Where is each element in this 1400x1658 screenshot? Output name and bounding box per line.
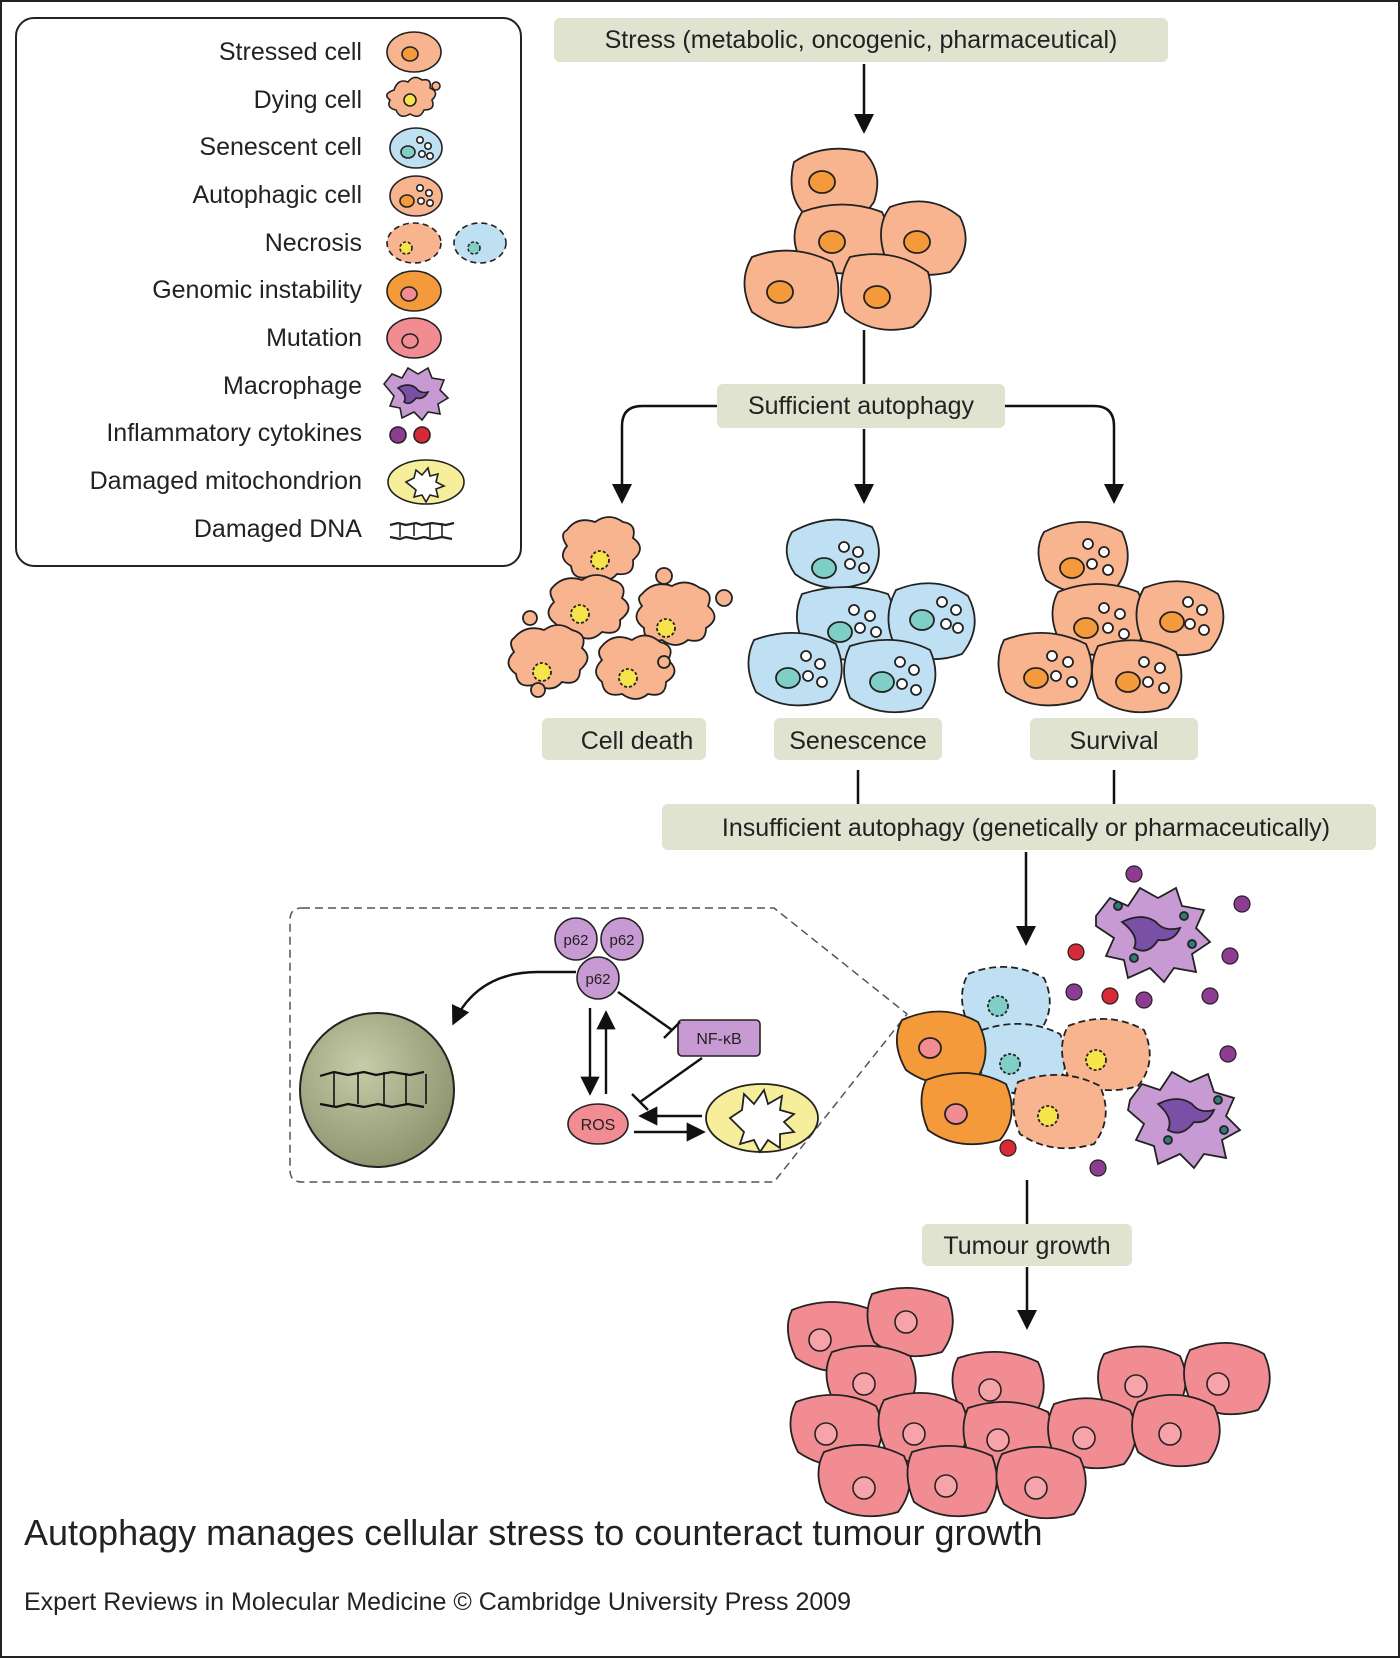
p62-complex [554, 917, 644, 1000]
svg-text:Tumour growth: Tumour growth [943, 1232, 1110, 1260]
inset-mitochondrion [705, 1083, 819, 1154]
p62-node-bottom [576, 956, 620, 1000]
p62-node-right [600, 917, 644, 961]
svg-text:Senescence: Senescence [789, 727, 927, 755]
svg-text:Sufficient autophagy: Sufficient autophagy [748, 392, 975, 420]
stressed-cell-icon [386, 31, 442, 73]
nfkb-box: NF-κB [677, 1019, 761, 1057]
nucleus-sphere [299, 1012, 455, 1168]
legend-label-dying-cell: Dying cell [254, 86, 362, 114]
p62-label-3: p62 [585, 971, 610, 988]
label-box-senescence: Senescence [774, 718, 942, 760]
p62-label-2: p62 [609, 932, 634, 949]
dying-cell-icon [386, 76, 441, 118]
svg-text:Survival: Survival [1070, 727, 1159, 755]
legend-label-mutation: Mutation [266, 324, 362, 352]
necrosis-icon [386, 222, 507, 264]
damaged-dna-icon [389, 521, 455, 541]
svg-text:Insufficient autophagy (geneti: Insufficient autophagy (genetically or p… [722, 814, 1330, 842]
inset-boundary [289, 907, 909, 1183]
label-box-cell-death: Cell death [542, 718, 706, 760]
senescent-cell-cluster [747, 518, 976, 714]
genomic-instability-icon [386, 270, 442, 312]
legend-label-damaged-mitochondrion: Damaged mitochondrion [90, 467, 362, 495]
arrow-to-survival [1005, 404, 1124, 504]
senescent-cell-icon [389, 127, 443, 169]
legend-label-damaged-dna: Damaged DNA [194, 515, 362, 543]
inset-arrows [452, 970, 706, 1142]
damaged-dna-in-nucleus [319, 1070, 427, 1109]
legend-label-necrosis: Necrosis [265, 229, 362, 257]
legend-label-autophagic-cell: Autophagic cell [192, 181, 362, 209]
legend-label-stressed-cell: Stressed cell [219, 38, 362, 66]
figure-caption: Autophagy manages cellular stress to cou… [24, 1512, 1043, 1553]
damaged-mitochondrion-icon [387, 459, 465, 505]
figure-credit: Expert Reviews in Molecular Medicine © C… [24, 1588, 852, 1616]
svg-text:Stress (metabolic, oncogenic,: Stress (metabolic, oncogenic, pharmaceut… [605, 26, 1118, 54]
dying-cell-cluster [507, 516, 733, 700]
legend-label-inflammatory-cytokines: Inflammatory cytokines [106, 419, 362, 447]
p62-label-1: p62 [563, 932, 588, 949]
svg-text:Cell death: Cell death [581, 727, 694, 755]
label-box-sufficient-autophagy: Sufficient autophagy [717, 384, 1005, 428]
cytokines-icon [389, 426, 431, 444]
legend-label-senescent-cell: Senescent cell [199, 133, 362, 161]
mutation-icon [386, 317, 442, 359]
autophagic-cell-icon [389, 175, 443, 217]
label-box-survival: Survival [1030, 718, 1198, 760]
legend-label-macrophage: Macrophage [223, 372, 362, 400]
inflammation-cluster [896, 886, 1242, 1170]
tumour-nuclei [808, 1310, 1230, 1500]
macrophage-icon [382, 366, 450, 422]
arrow-to-cell-death [612, 404, 717, 504]
label-box-stress: Stress (metabolic, oncogenic, pharmaceut… [554, 18, 1168, 62]
cytokines [999, 865, 1251, 1177]
svg-text:NF-κB: NF-κB [696, 1031, 741, 1048]
surviving-cell-cluster [997, 521, 1225, 714]
legend-label-genomic-instability: Genomic instability [152, 276, 362, 304]
svg-text:ROS: ROS [581, 1117, 616, 1134]
ros-node: ROS [567, 1103, 629, 1145]
macrophage-lower [1127, 1070, 1242, 1170]
stressed-cell-cluster [743, 147, 967, 331]
label-box-tumour-growth: Tumour growth [922, 1224, 1132, 1266]
p62-node-left [554, 917, 598, 961]
macrophage-upper [1095, 886, 1212, 984]
label-box-insufficient-autophagy: Insufficient autophagy (genetically or p… [662, 804, 1376, 850]
